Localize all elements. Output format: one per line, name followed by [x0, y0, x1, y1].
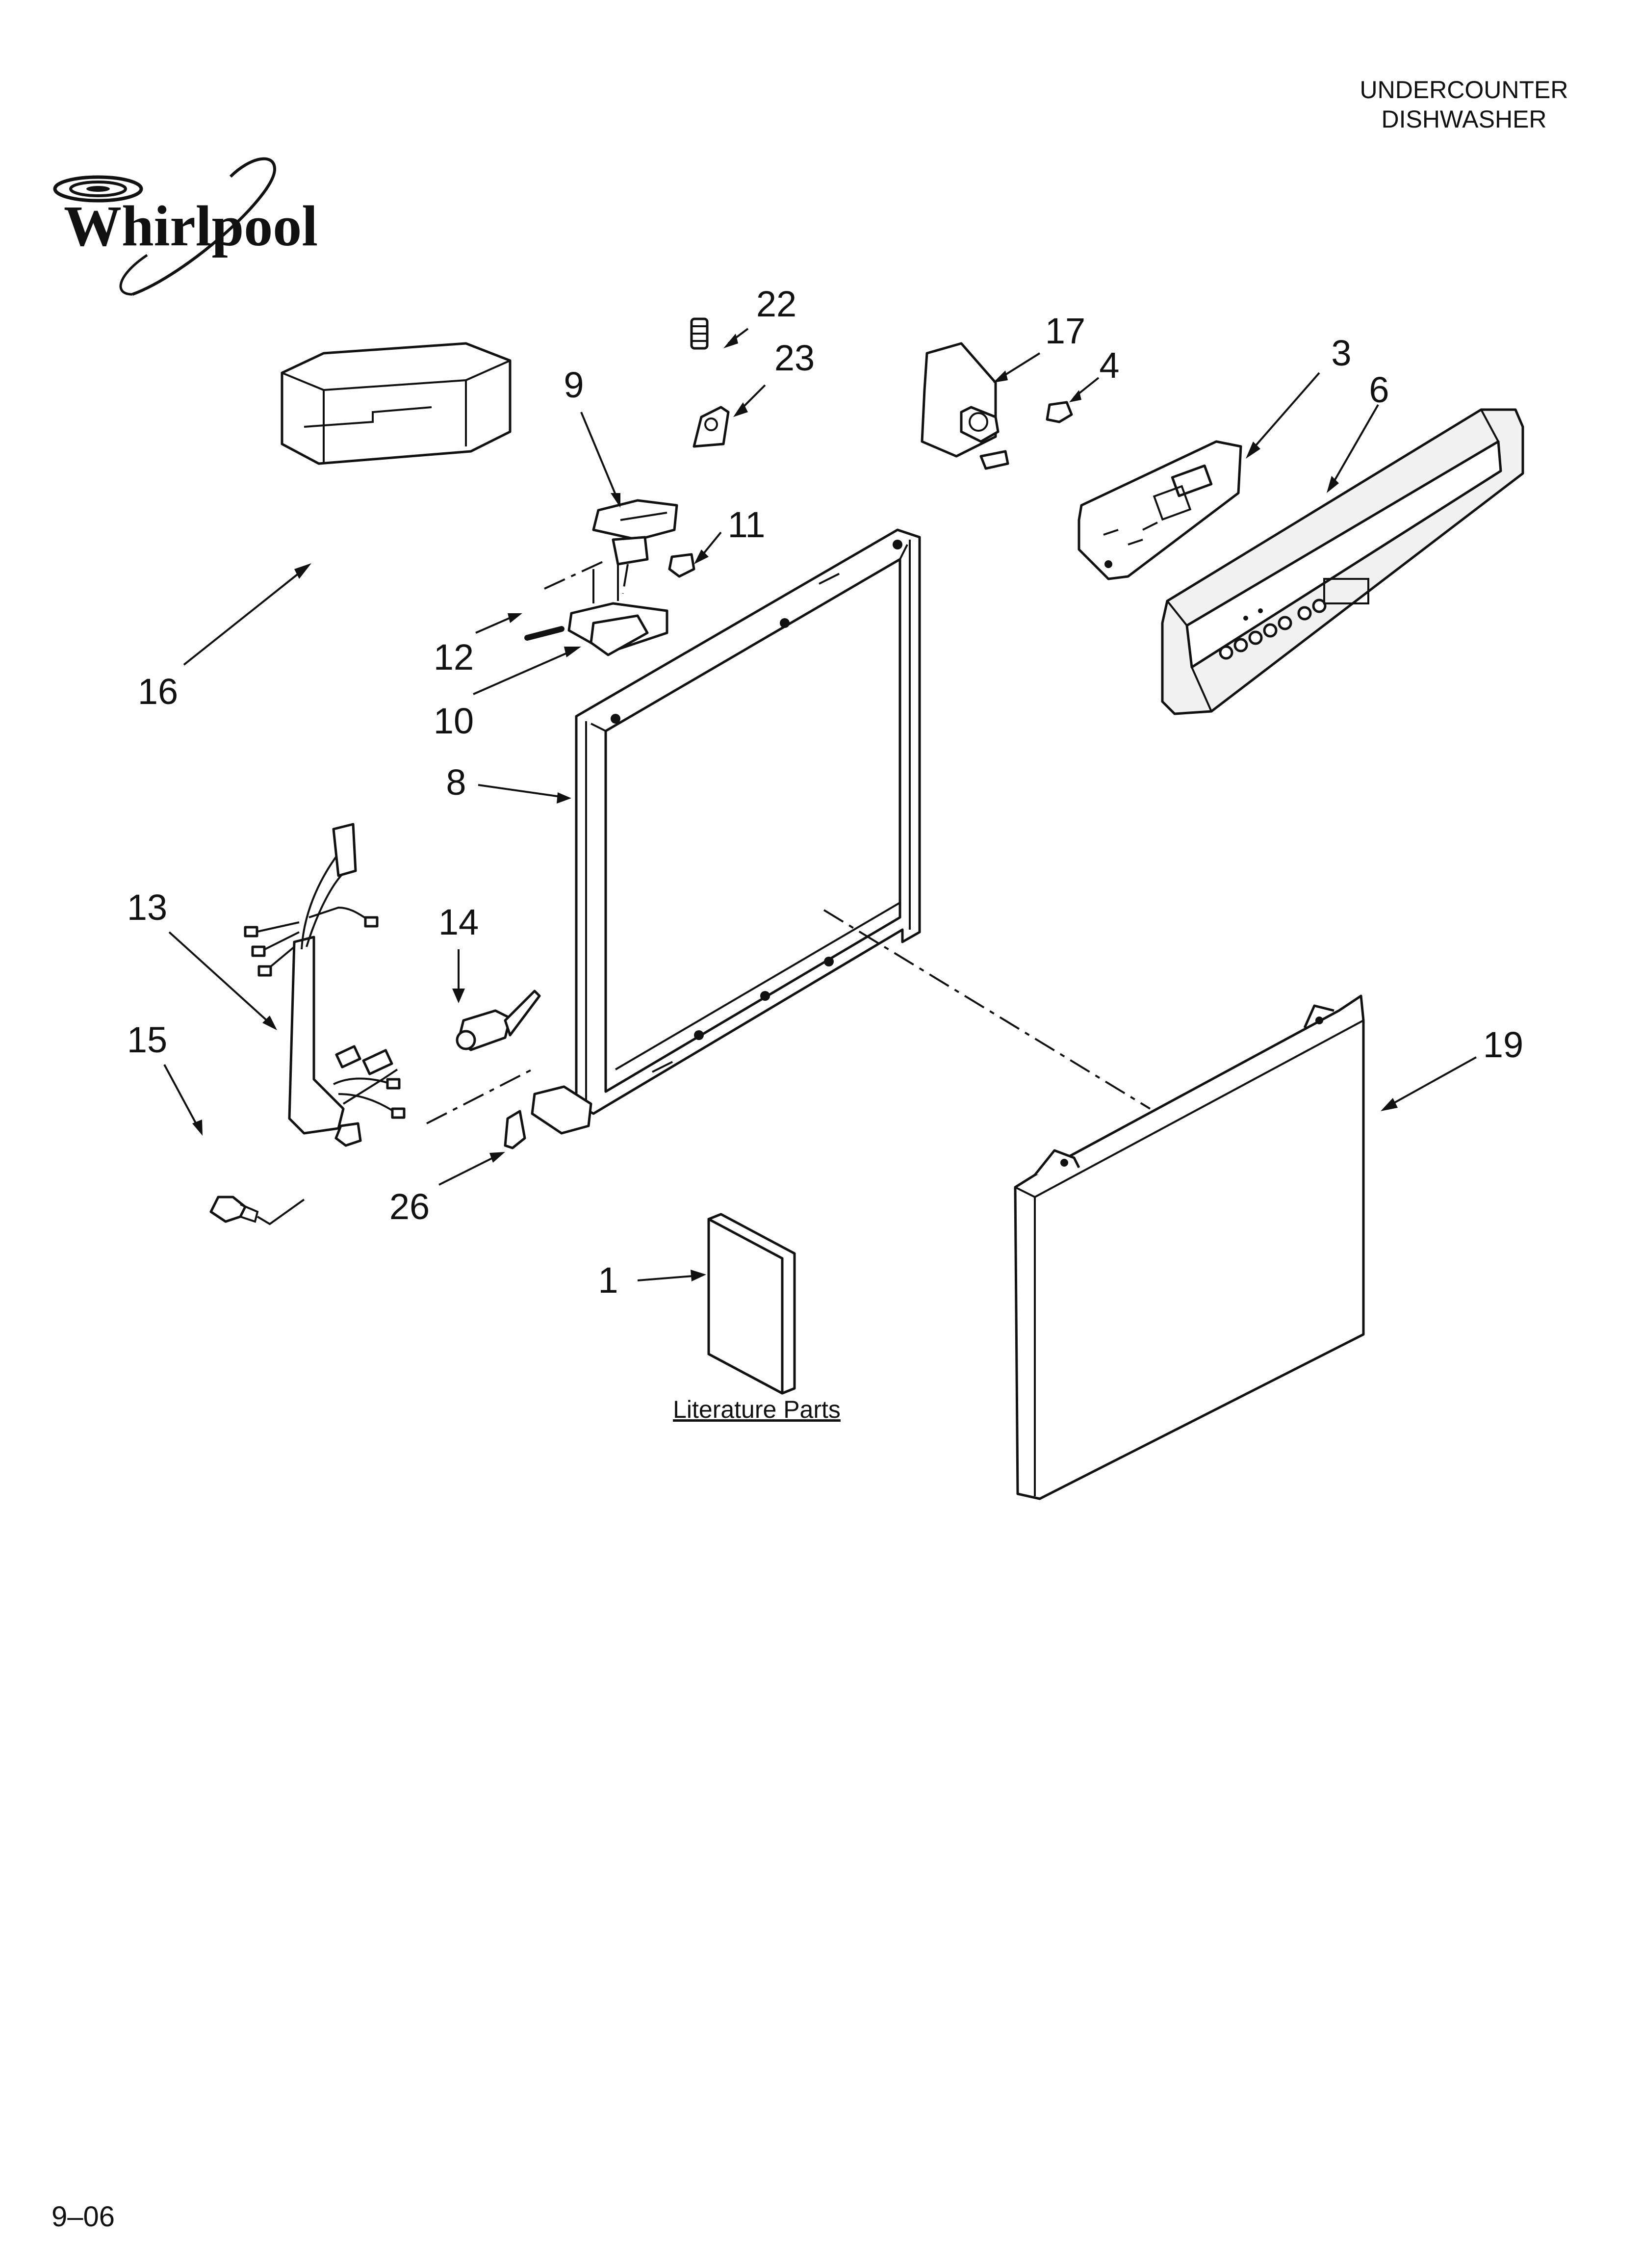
part-17-module [921, 342, 1009, 470]
logo-wordmark: Whirlpool [64, 194, 318, 258]
part-3-control-board [1078, 440, 1242, 580]
callout-23: 23 [774, 338, 815, 378]
callout-11: 11 [728, 504, 766, 545]
callout-22: 22 [756, 284, 796, 324]
callout-1: 1 [598, 1260, 618, 1301]
footer-code: 9–06 [51, 2201, 115, 2233]
assembly-lines [426, 558, 1151, 1124]
part-16-top-cover [281, 342, 512, 465]
callout-13: 13 [127, 887, 167, 928]
part-9-latch [592, 499, 678, 566]
part-15-screw [209, 1196, 305, 1225]
callout-14: 14 [438, 902, 479, 942]
header-line-2: DISHWASHER [1381, 105, 1546, 133]
part-13-wire-harness [244, 823, 406, 1147]
callout-6: 6 [1369, 369, 1389, 410]
part-6-control-console [1161, 408, 1524, 715]
literature-parts-label: Literature Parts [673, 1396, 841, 1423]
part-8-door-frame [531, 528, 921, 1135]
callout-26: 26 [389, 1186, 430, 1227]
part-12-pin [524, 626, 564, 641]
callout-10: 10 [434, 701, 474, 741]
part-10-latch-housing [567, 564, 668, 656]
callout-12: 12 [434, 637, 474, 678]
callout-3: 3 [1331, 333, 1351, 373]
callout-19: 19 [1483, 1024, 1523, 1065]
callout-15: 15 [127, 1019, 167, 1060]
callout-9: 9 [564, 365, 584, 405]
part-11-switch [668, 553, 695, 578]
part-19-door-panel [1014, 994, 1365, 1500]
header-line-1: UNDERCOUNTER [1360, 76, 1568, 104]
callout-8: 8 [446, 762, 466, 803]
part-14-sensor [456, 990, 541, 1051]
callout-17: 17 [1045, 311, 1085, 351]
part-26-clip [504, 1110, 526, 1149]
callout-16: 16 [138, 671, 178, 712]
part-23-latch-bracket [693, 406, 730, 448]
leader-arrows [163, 328, 1477, 1281]
callout-labels: 22 23 9 17 4 3 6 11 16 12 10 8 13 14 15 … [127, 284, 1523, 1301]
part-22-spring [690, 317, 709, 350]
whirlpool-logo: Whirlpool [53, 157, 318, 296]
part-4-clip [1046, 401, 1073, 423]
callout-4: 4 [1099, 345, 1119, 386]
part-1-literature [707, 1213, 796, 1395]
